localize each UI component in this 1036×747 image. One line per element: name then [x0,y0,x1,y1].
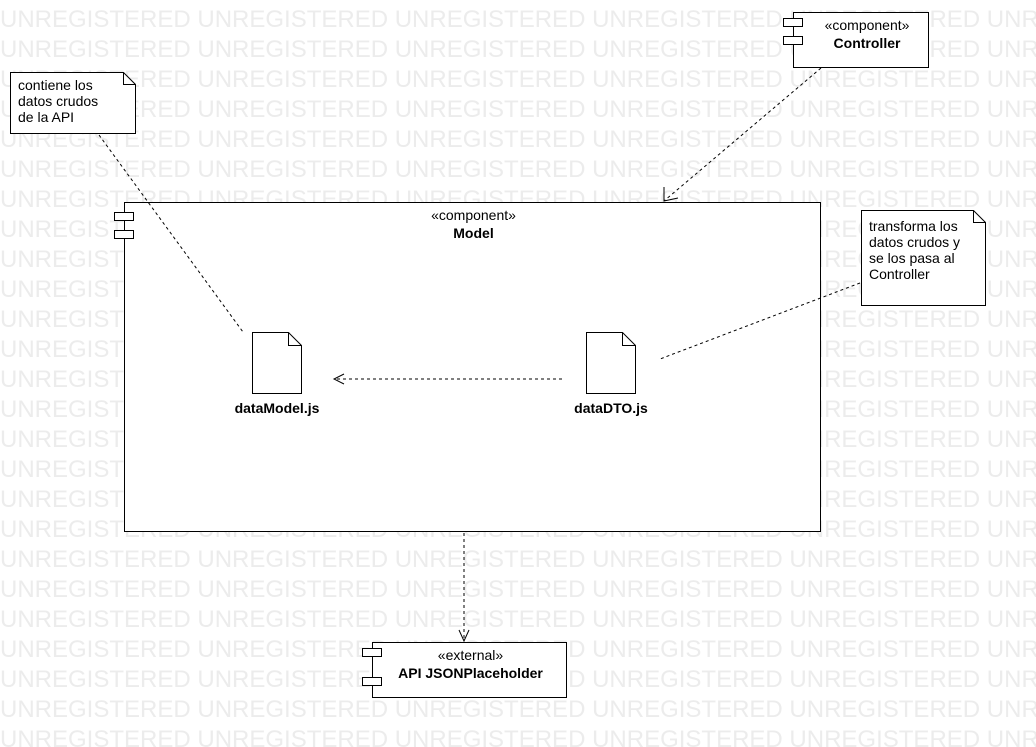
raw-data-note[interactable]: contiene los datos crudos de la API [10,72,136,134]
api-port-icon [362,648,382,657]
model-port-icon [114,230,134,239]
controller-component[interactable]: «component» Controller [793,12,929,68]
api-name: API JSONPlaceholder [398,665,543,681]
transform-note[interactable]: transforma los datos crudos y se los pas… [861,210,986,306]
data-dto-file-icon[interactable] [586,332,636,394]
api-component[interactable]: «external» API JSONPlaceholder [372,642,567,698]
controller-name: Controller [833,35,901,51]
note-shape-icon [861,210,986,306]
data-model-file-icon[interactable] [252,332,302,394]
controller-port-icon [783,18,803,27]
model-api-arrowhead [458,629,470,643]
dto-model-arrowhead [332,373,345,385]
raw-data-note-text: contiene los datos crudos de la API [18,77,99,125]
model-name: Model [453,225,494,241]
model-stereotype: «component» [431,207,516,223]
controller-stereotype: «component» [824,17,910,33]
api-stereotype: «external» [437,647,504,663]
model-port-icon [114,212,134,221]
data-dto-file-label: dataDTO.js [574,400,648,416]
controller-port-icon [783,36,803,45]
note-shape-icon [10,72,136,134]
api-port-icon [362,677,382,686]
transform-note-text: transforma los datos crudos y se los pas… [869,218,961,282]
transform-note-anchor [659,282,861,360]
controller-model-dependency [663,67,822,202]
controller-model-arrowhead [663,187,679,202]
data-model-file-label: dataModel.js [234,400,320,416]
raw-data-note-anchor [98,134,244,333]
model-component[interactable]: «component» Model [124,202,821,532]
